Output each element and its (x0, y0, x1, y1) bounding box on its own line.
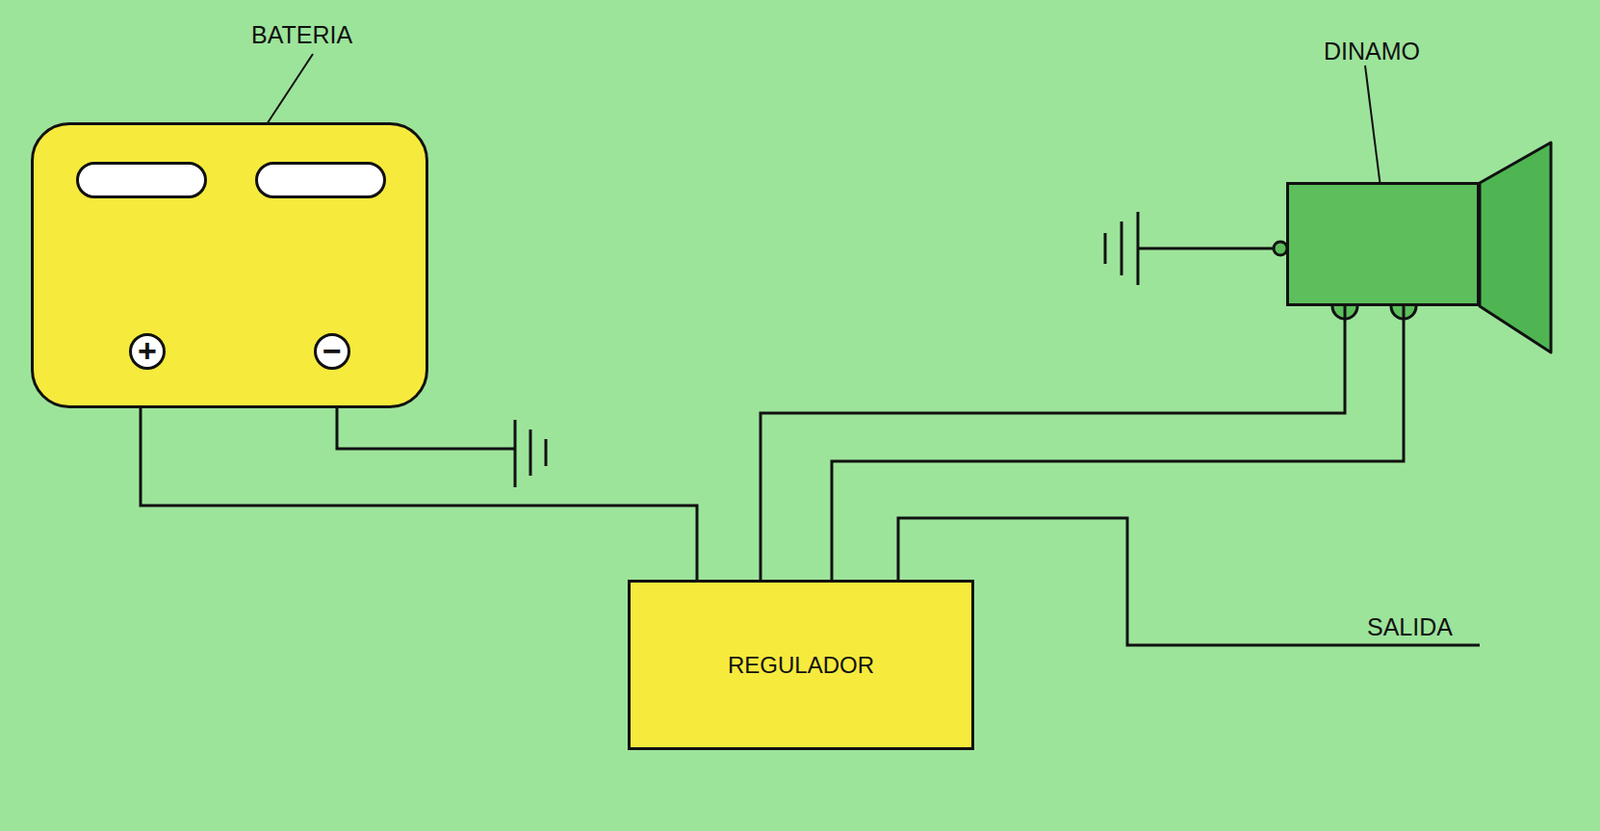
node-label: BATERIA (251, 21, 353, 50)
terminal-sign: − (313, 333, 351, 370)
ground-symbol (514, 419, 517, 488)
terminal-sign: + (129, 333, 166, 370)
terminal (1273, 241, 1288, 256)
ground-symbol (544, 438, 548, 466)
output-wire (898, 517, 1480, 646)
dynamo-pulley (1479, 142, 1551, 353)
node-label: DINAMO (1323, 37, 1420, 66)
ground-symbol (1120, 221, 1124, 276)
wire (140, 407, 697, 582)
wire (760, 305, 1345, 582)
wire (831, 305, 1404, 582)
battery-slot (255, 161, 387, 199)
node-label: REGULADOR (727, 651, 875, 679)
ground-wire (336, 408, 516, 449)
ground-symbol (1104, 232, 1108, 264)
battery-box: BATERIA (30, 122, 429, 409)
regulator-box: REGULADOR (627, 579, 975, 750)
battery-slot (76, 161, 207, 199)
ground-symbol (1136, 211, 1140, 285)
wire-label: SALIDA (1367, 613, 1453, 642)
ground-symbol (529, 429, 533, 476)
ground-wire (1137, 247, 1275, 251)
dynamo-box: DINAMO (1286, 181, 1480, 307)
